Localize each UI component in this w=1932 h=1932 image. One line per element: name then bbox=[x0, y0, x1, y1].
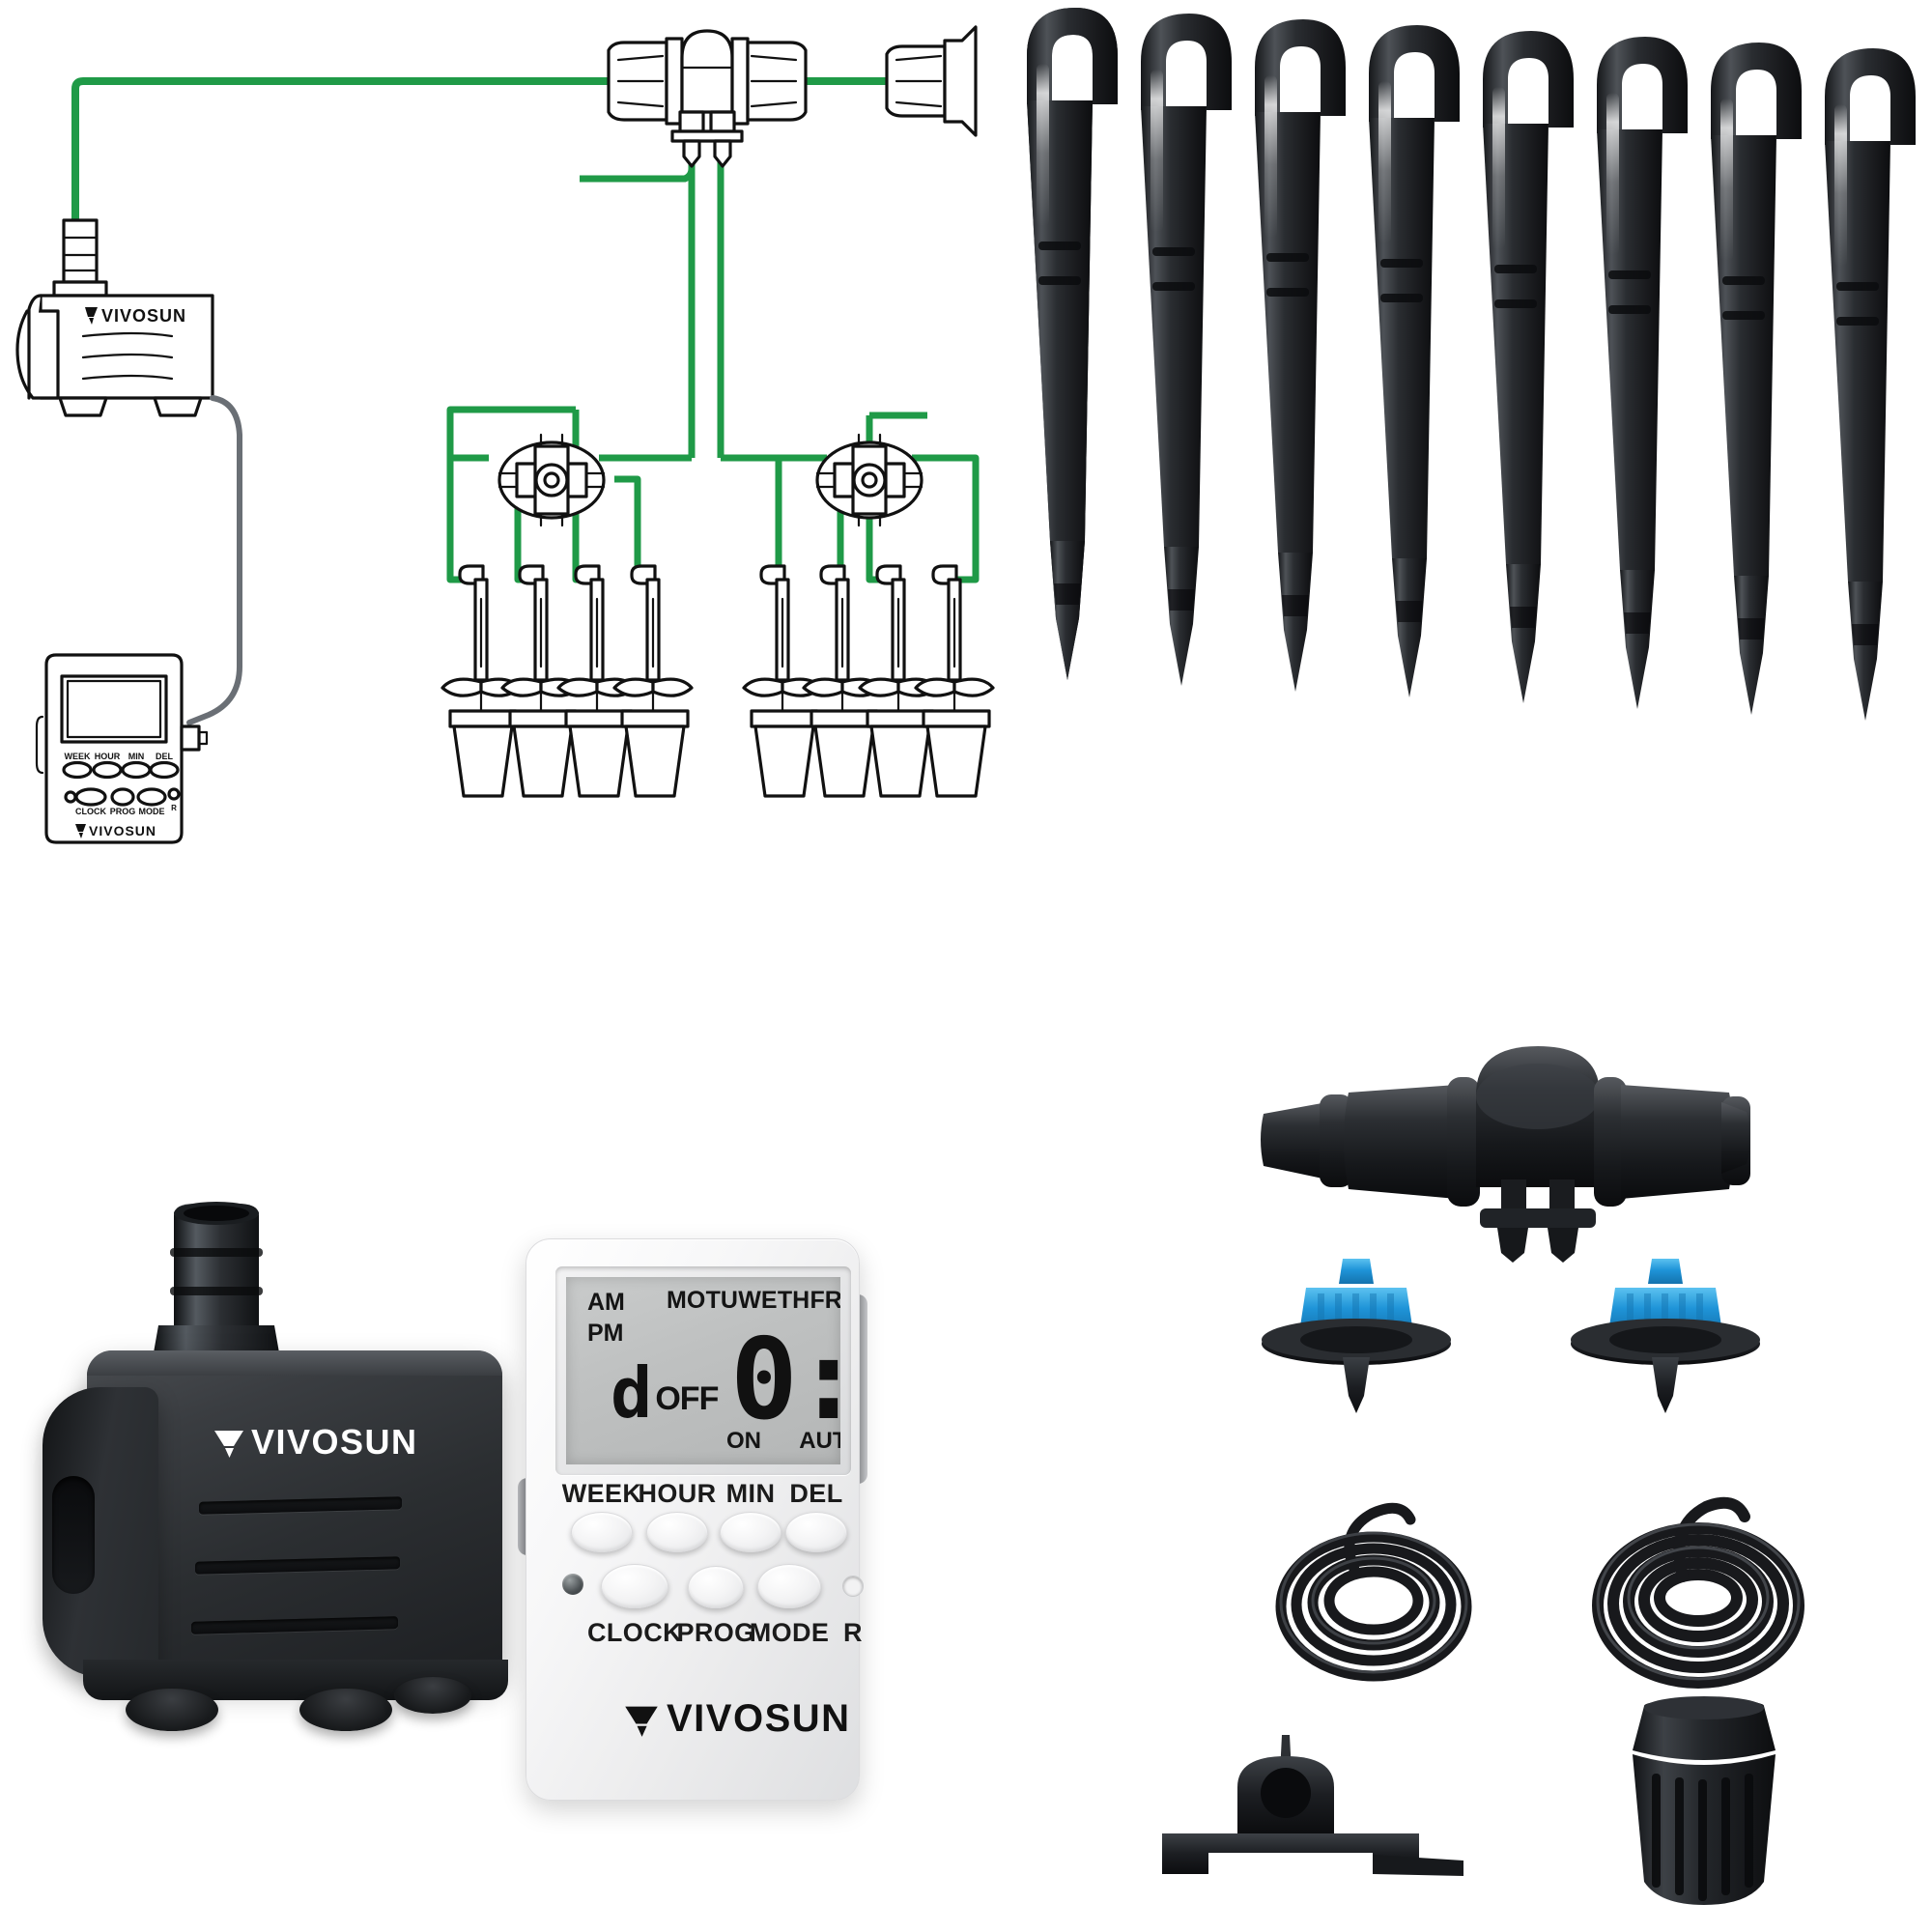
lcd-program-group: d OFF bbox=[611, 1352, 719, 1434]
reset-button-label: R bbox=[843, 1618, 863, 1647]
plant-unit bbox=[500, 564, 582, 798]
pump-outlet-nozzle bbox=[153, 1202, 280, 1358]
svg-text:R: R bbox=[171, 804, 177, 812]
svg-text:MIN: MIN bbox=[128, 752, 145, 761]
svg-text:MODE: MODE bbox=[139, 807, 165, 816]
reset-button[interactable] bbox=[842, 1576, 864, 1597]
filter-end-cap bbox=[1633, 1696, 1776, 1905]
system-diagram-lineart: VIVOSUN WEEK HOUR MIN DEL CLOCK PROG MOD… bbox=[15, 25, 995, 844]
vivosun-v-mark-icon bbox=[214, 1431, 243, 1458]
lcd-day-fr: FR bbox=[810, 1287, 840, 1314]
power-cord bbox=[186, 395, 242, 725]
week-button[interactable] bbox=[571, 1512, 633, 1552]
lcd-time-value: 0:00 bbox=[730, 1315, 840, 1445]
lcd-day-mo: MO bbox=[667, 1287, 706, 1314]
plant-unit bbox=[612, 564, 694, 798]
svg-text:WEEK: WEEK bbox=[65, 752, 92, 761]
min-button-label: MIN bbox=[725, 1479, 776, 1508]
tube-right-out-4 bbox=[912, 454, 980, 583]
pump-intake-slot bbox=[52, 1476, 95, 1594]
clock-button[interactable] bbox=[601, 1564, 668, 1608]
del-button[interactable] bbox=[785, 1512, 847, 1552]
svg-text:HOUR: HOUR bbox=[95, 752, 121, 761]
plants-group bbox=[440, 564, 995, 798]
tube-left-loop-top bbox=[446, 406, 576, 462]
min-button[interactable] bbox=[720, 1512, 781, 1552]
tubing-coil-small bbox=[1275, 1502, 1472, 1682]
lcd-am-label: AM bbox=[587, 1289, 625, 1316]
splitter-left-lineart bbox=[497, 433, 606, 527]
prog-button[interactable] bbox=[688, 1566, 744, 1608]
timer-lineart: WEEK HOUR MIN DEL CLOCK PROG MODE R VIVO… bbox=[35, 653, 209, 844]
del-button-label: DEL bbox=[789, 1479, 843, 1508]
pump-brand-text: VIVOSUN bbox=[251, 1422, 418, 1462]
clock-button-label: CLOCK bbox=[587, 1618, 682, 1647]
hour-button-label: HOUR bbox=[638, 1479, 717, 1508]
lcd-program-digit: d bbox=[611, 1352, 653, 1434]
prog-button-label: PROG bbox=[676, 1618, 755, 1647]
week-button-label: WEEK bbox=[561, 1479, 642, 1508]
plant-unit bbox=[556, 564, 638, 798]
tube-left-out-4 bbox=[614, 475, 643, 583]
pump-lineart: VIVOSUN bbox=[15, 218, 214, 417]
pump-suction-foot bbox=[394, 1677, 471, 1714]
timer-brand-text: VIVOSUN bbox=[667, 1697, 851, 1740]
mode-button-label: MODE bbox=[749, 1618, 830, 1647]
lcd-days-group: MO TU WE TH FR SA SU bbox=[667, 1287, 840, 1315]
drip-stakes-group bbox=[1027, 8, 1916, 721]
timer-brand-logo: VIVOSUN bbox=[623, 1697, 851, 1741]
lcd-mode-on: ON bbox=[726, 1428, 761, 1454]
lcd-program-state: OFF bbox=[655, 1380, 719, 1418]
tubing-coil-large bbox=[1592, 1496, 1804, 1689]
timer-lcd-screen: AM PM MO TU WE TH FR SA SU d OFF bbox=[566, 1277, 840, 1464]
timer-lcd-bezel: AM PM MO TU WE TH FR SA SU d OFF bbox=[555, 1266, 851, 1475]
adjustable-dripper-right bbox=[1571, 1259, 1760, 1413]
vivosun-v-mark-icon bbox=[625, 1706, 658, 1737]
end-cap-lineart bbox=[885, 25, 978, 137]
svg-text:CLOCK: CLOCK bbox=[75, 807, 106, 816]
tubing-support-stake bbox=[1162, 1735, 1463, 1876]
lcd-mode-group: ON AUTO OFF bbox=[726, 1428, 840, 1455]
pump-photo: VIVOSUN bbox=[29, 1198, 541, 1893]
mode-button[interactable] bbox=[757, 1564, 821, 1608]
tee-barb-connector-photo bbox=[1261, 1046, 1750, 1263]
tee-connector-lineart bbox=[607, 29, 808, 168]
plant-unit bbox=[742, 564, 823, 798]
timer-photo: AM PM MO TU WE TH FR SA SU d OFF bbox=[512, 1159, 918, 1893]
pump-brand-logo: VIVOSUN bbox=[213, 1422, 418, 1463]
tube-tee-drop-left bbox=[580, 145, 696, 183]
lcd-ampm-group: AM PM bbox=[587, 1287, 625, 1349]
splitter-right-lineart bbox=[815, 433, 923, 527]
svg-text:VIVOSUN: VIVOSUN bbox=[89, 823, 156, 838]
svg-text:PROG: PROG bbox=[110, 807, 136, 816]
timer-body: AM PM MO TU WE TH FR SA SU d OFF bbox=[526, 1238, 864, 1801]
svg-text:DEL: DEL bbox=[156, 752, 174, 761]
plant-unit bbox=[802, 564, 883, 798]
plant-unit bbox=[914, 564, 995, 798]
pump-suction-foot bbox=[126, 1689, 218, 1731]
hour-button[interactable] bbox=[646, 1512, 708, 1552]
tube-pump-to-tee bbox=[71, 77, 609, 282]
status-led bbox=[562, 1574, 583, 1595]
tube-left-out-1 bbox=[446, 458, 471, 583]
pump-suction-foot bbox=[299, 1689, 392, 1731]
adjustable-dripper-left bbox=[1262, 1259, 1451, 1413]
lcd-time-group: 0:00 01 bbox=[730, 1315, 840, 1445]
lcd-day-tu: TU bbox=[705, 1287, 738, 1314]
lcd-pm-label: PM bbox=[587, 1320, 624, 1347]
svg-text:VIVOSUN: VIVOSUN bbox=[101, 306, 186, 326]
plant-unit bbox=[440, 564, 522, 798]
pump-top-ridge bbox=[87, 1350, 502, 1376]
lcd-mode-auto: AUTO bbox=[799, 1428, 840, 1454]
lcd-day-th: TH bbox=[777, 1287, 810, 1314]
lcd-day-we: WE bbox=[738, 1287, 778, 1314]
